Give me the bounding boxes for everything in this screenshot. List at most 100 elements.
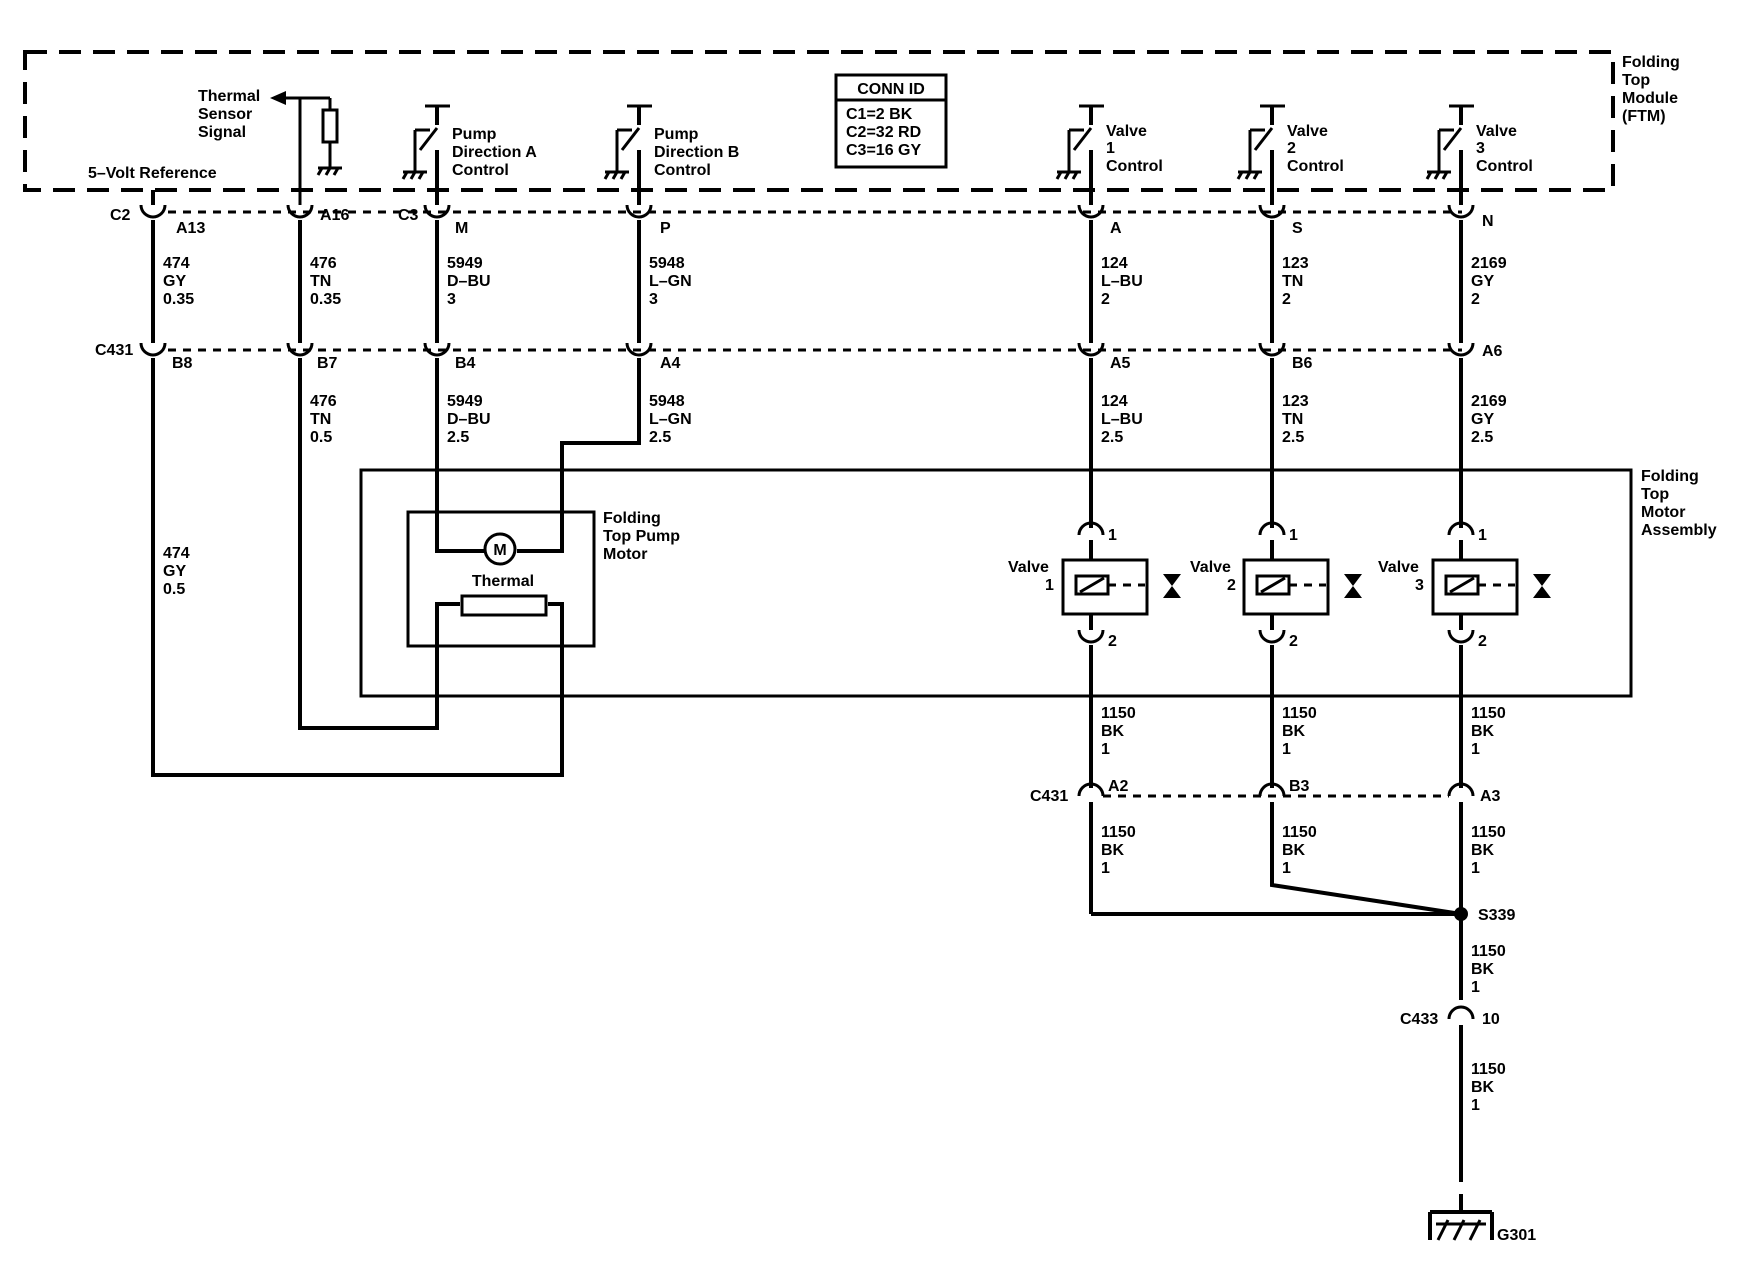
ground-icon	[603, 170, 629, 180]
connector-pin: A	[1110, 220, 1122, 237]
resistor-icon	[321, 108, 339, 144]
upper-wires	[151, 220, 1463, 343]
connector-pin: A6	[1482, 343, 1503, 360]
switch-label: 2	[1287, 140, 1296, 157]
wire-label: L–GN	[649, 273, 692, 290]
wire-label: 124	[1101, 393, 1128, 410]
wire-label: 2.5	[1282, 429, 1304, 446]
module-title-line: (FTM)	[1622, 108, 1666, 125]
assembly-title-line: Top	[1641, 486, 1669, 503]
thermal-label: Thermal	[472, 573, 534, 590]
valve-pin-bottom: 2	[1289, 633, 1298, 650]
connector-pin: 10	[1482, 1011, 1500, 1028]
ground-icon	[1055, 170, 1081, 180]
valve-3: 1 2 Valve 3	[1378, 521, 1551, 650]
switch-label: Valve	[1476, 123, 1517, 140]
connector-cups	[139, 204, 1475, 357]
wire-label: 5949	[447, 393, 483, 410]
switch-label: Control	[654, 162, 711, 179]
chassis-ground-icon	[1428, 1210, 1494, 1241]
wire-label: BK	[1471, 842, 1495, 859]
lower-wire-labels: 476 TN 0.5 5949 D–BU 2.5 5948 L–GN 2.5 1…	[163, 393, 1507, 598]
switch-label: Valve	[1287, 123, 1328, 140]
valve-icon	[1533, 574, 1551, 598]
wire-label: 1	[1282, 860, 1291, 877]
switch-label: Control	[1106, 158, 1163, 175]
connector-pin: A5	[1110, 355, 1131, 372]
wire-label: L–GN	[649, 411, 692, 428]
switch-valve-3: Valve 3 Control	[1425, 104, 1533, 205]
pump-motor-unit: Folding Top Pump Motor M Thermal	[406, 510, 680, 648]
thermal-signal-label: Sensor	[198, 106, 252, 123]
connector-pin: B4	[455, 355, 476, 372]
folding-top-motor-assembly: Folding Top Motor Assembly Folding Top P…	[359, 468, 1717, 698]
wire-label: 2.5	[447, 429, 469, 446]
wire-label: TN	[1282, 273, 1303, 290]
valve-pin-top: 1	[1478, 527, 1487, 544]
module-connector-row: C2 C3 A13 A16 M P A S N	[110, 207, 1494, 237]
wire-label: 1	[1282, 741, 1291, 758]
connector-pin: N	[1482, 213, 1494, 230]
assembly-title-line: Motor	[1641, 504, 1685, 521]
valve-pin-top: 1	[1108, 527, 1117, 544]
splice-dot	[1454, 907, 1468, 921]
switch-label: Direction B	[654, 144, 739, 161]
splice-label: S339	[1478, 907, 1515, 924]
connector-pin: P	[660, 220, 671, 237]
motor-icon	[483, 532, 517, 566]
connector-name-c431: C431	[95, 342, 133, 359]
switch-label: 3	[1476, 140, 1485, 157]
valve-pin-bottom: 2	[1108, 633, 1117, 650]
wire-label: 0.5	[163, 581, 185, 598]
connector-pin: S	[1292, 220, 1303, 237]
switch-pump-direction-a: Pump Direction A Control	[401, 104, 537, 205]
wire-label: 5949	[447, 255, 483, 272]
arrow-left-icon	[270, 91, 286, 105]
ground-circuit: 1150 BK 1 1150 BK 1 1150 BK 1 C431 A2 B3…	[1030, 645, 1536, 1244]
ground-label: G301	[1497, 1227, 1536, 1244]
switch-pump-direction-b: Pump Direction B Control	[603, 104, 739, 205]
five-volt-reference-label: 5–Volt Reference	[88, 165, 217, 182]
wire-label: 1150	[1471, 705, 1506, 722]
wire-label: 1150	[1282, 705, 1317, 722]
valve-label: Valve	[1378, 559, 1419, 576]
switch-label: Control	[452, 162, 509, 179]
switch-label: Valve	[1106, 123, 1147, 140]
wire-label: GY	[1471, 411, 1494, 428]
ground-icon	[1236, 170, 1262, 180]
wire-label: 1150	[1282, 824, 1317, 841]
wire-label: GY	[163, 563, 186, 580]
wire-label: 1150	[1471, 943, 1506, 960]
connector-name-c433: C433	[1400, 1011, 1438, 1028]
wire-label: 474	[163, 545, 190, 562]
switch-label: Control	[1476, 158, 1533, 175]
wire-label: 3	[649, 291, 658, 308]
wire-label: BK	[1282, 723, 1306, 740]
conn-id-box: CONN ID C1=2 BK C2=32 RD C3=16 GY	[834, 73, 948, 169]
wire-label: 1	[1101, 860, 1110, 877]
connector-pin: A4	[660, 355, 681, 372]
wire-label: 123	[1282, 255, 1309, 272]
wire-label: 2.5	[1101, 429, 1123, 446]
wire-label: 3	[447, 291, 456, 308]
lower-wires	[151, 358, 1463, 777]
thermal-signal-label: Thermal	[198, 88, 260, 105]
thermal-signal-label: Signal	[198, 124, 246, 141]
thermal-element-icon	[460, 594, 548, 617]
wire-label: 0.5	[310, 429, 332, 446]
wire-label: 1	[1471, 1097, 1480, 1114]
conn-id-line: C2=32 RD	[846, 124, 921, 141]
wire-label: 1150	[1471, 824, 1506, 841]
wire-label: 5948	[649, 255, 685, 272]
valve-pin-bottom: 2	[1478, 633, 1487, 650]
switch-label: Pump	[654, 126, 699, 143]
connector-pin: B6	[1292, 355, 1313, 372]
valve-number: 3	[1415, 577, 1424, 594]
conn-id-line: C3=16 GY	[846, 142, 921, 159]
wire-label: 0.35	[163, 291, 194, 308]
module-title-line: Module	[1622, 90, 1678, 107]
connector-name-c431: C431	[1030, 788, 1068, 805]
connector-name-c3: C3	[398, 207, 419, 224]
connector-pin: M	[455, 220, 468, 237]
